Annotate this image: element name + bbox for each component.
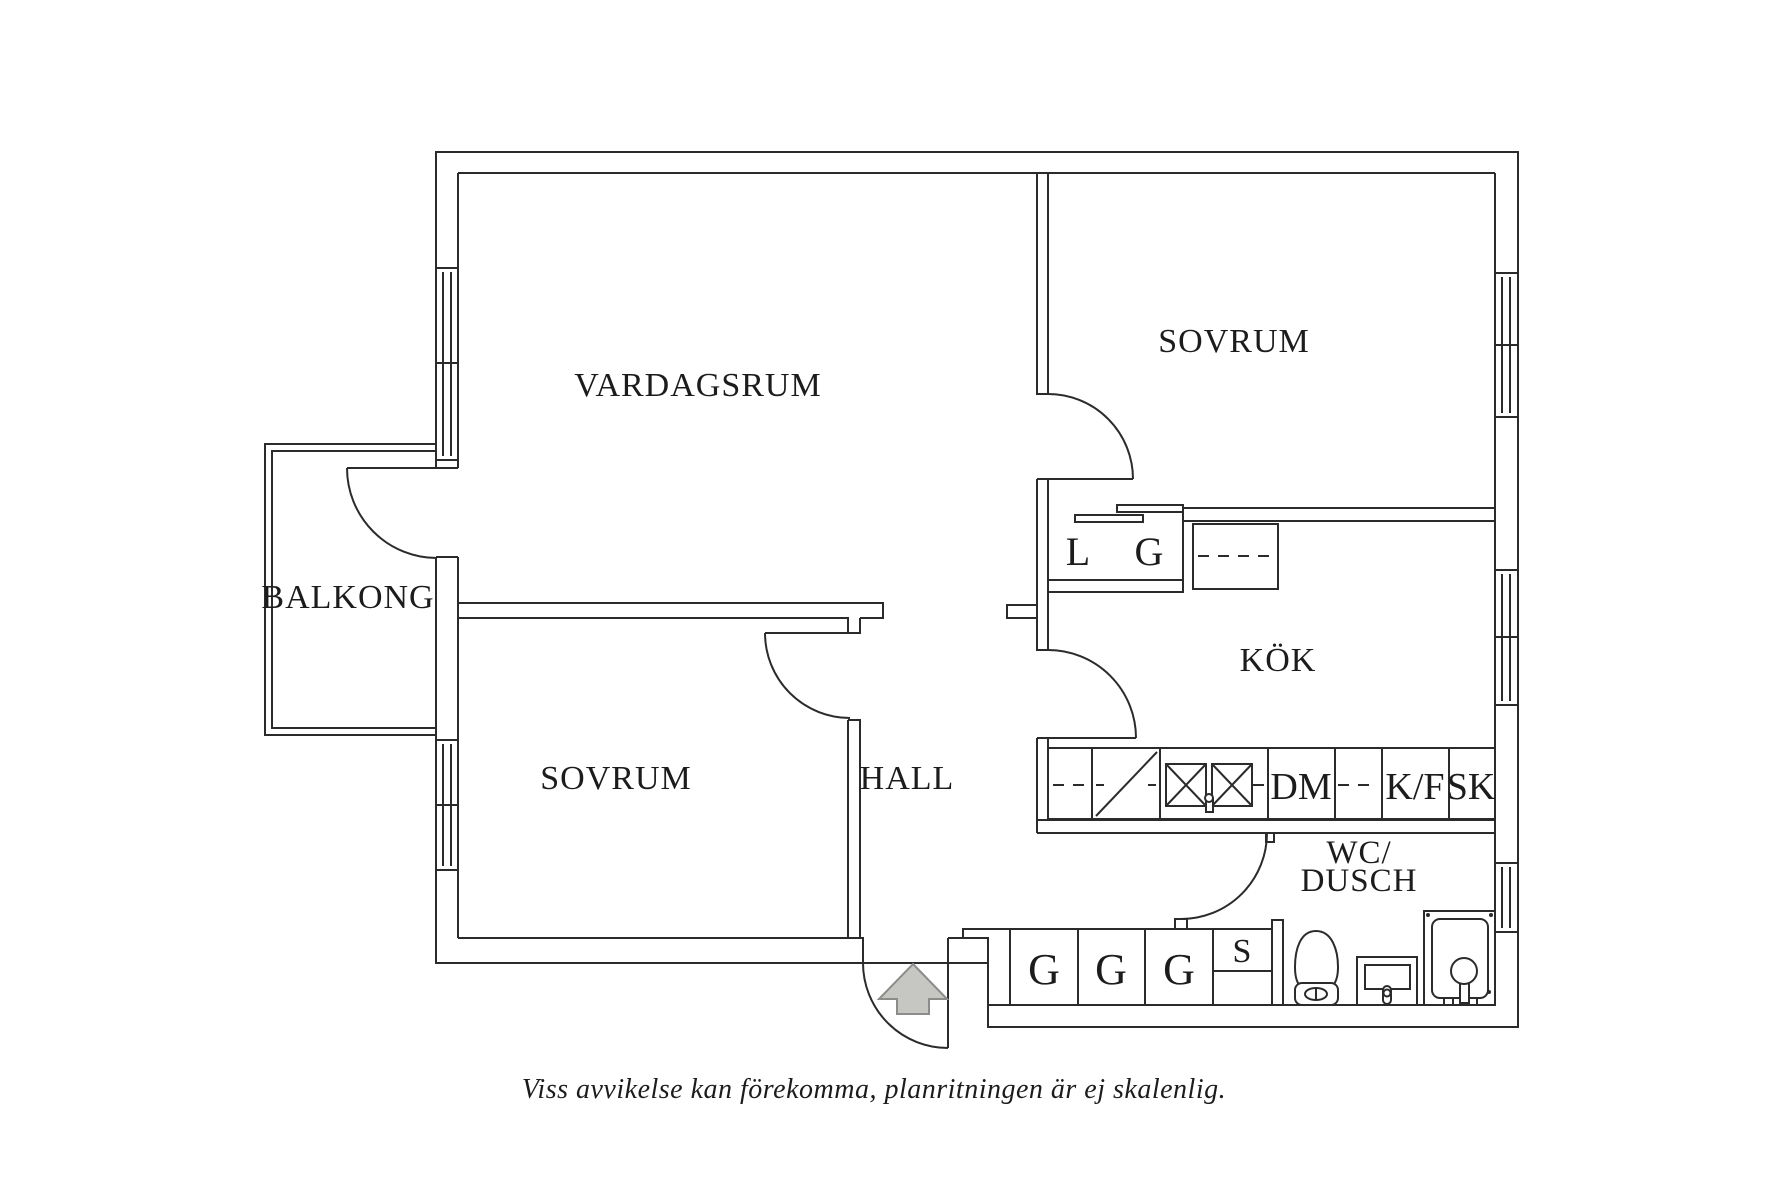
sink-double-icon bbox=[1165, 763, 1253, 813]
hall-closets bbox=[1009, 928, 1273, 1006]
label-dishwasher: DM bbox=[1270, 766, 1331, 808]
kitchen-counter bbox=[1047, 747, 1496, 820]
door-bedroom-left-icon bbox=[764, 632, 851, 719]
label-fridge-freezer: K/F bbox=[1385, 766, 1444, 808]
door-bathroom-icon bbox=[1180, 832, 1268, 920]
shaft-box bbox=[1212, 928, 1273, 972]
window-living-room-icon bbox=[435, 267, 459, 461]
closet-label-wardrobe: G bbox=[1135, 529, 1164, 574]
room-label-balcony: BALKONG bbox=[261, 579, 434, 616]
room-label-bedroom-right: SOVRUM bbox=[1158, 323, 1309, 360]
entrance-arrow-icon bbox=[876, 962, 950, 1015]
sliding-door-icon bbox=[1116, 504, 1184, 513]
room-label-living-room: VARDAGSRUM bbox=[574, 367, 821, 404]
window-bedroom-right-icon bbox=[1494, 272, 1519, 418]
room-label-kitchen: KÖK bbox=[1240, 642, 1317, 679]
label-tall-cabinet: SK bbox=[1447, 766, 1496, 808]
window-kitchen-icon bbox=[1494, 569, 1519, 706]
dashed-cabinet-icon bbox=[1192, 523, 1279, 590]
balcony-railing bbox=[264, 443, 437, 736]
window-bathroom-icon bbox=[1494, 862, 1519, 933]
label-hall-wardrobe-1: G bbox=[1028, 945, 1060, 994]
doors bbox=[346, 393, 1268, 1049]
closet-box bbox=[1048, 512, 1184, 593]
bathroom-fixtures bbox=[1293, 910, 1496, 1006]
worktop-icon bbox=[1095, 751, 1158, 817]
windows bbox=[435, 267, 1519, 933]
label-hall-wardrobe-2: G bbox=[1095, 945, 1127, 994]
door-balcony-icon bbox=[346, 467, 438, 559]
room-label-dusch: DUSCH bbox=[1301, 863, 1418, 899]
room-label-bedroom-left: SOVRUM bbox=[540, 760, 691, 797]
door-bedroom-right-icon bbox=[1047, 393, 1134, 480]
sink-icon bbox=[1356, 956, 1418, 1006]
door-kitchen-icon bbox=[1047, 649, 1137, 739]
label-hall-wardrobe-3: G bbox=[1163, 945, 1195, 994]
label-shaft: S bbox=[1233, 933, 1252, 970]
room-label-wc: WC/ bbox=[1326, 835, 1391, 871]
shower-icon bbox=[1423, 910, 1496, 1006]
sliding-door-icon bbox=[1074, 514, 1144, 523]
toilet-icon bbox=[1293, 929, 1340, 1006]
exterior-walls bbox=[435, 151, 1519, 1028]
footer-disclaimer: Viss avvikelse kan förekomma, planritnin… bbox=[522, 1074, 1226, 1105]
door-entrance-icon bbox=[862, 962, 949, 1049]
closet-label-linen: L bbox=[1066, 529, 1090, 574]
room-label-hall: HALL bbox=[860, 760, 955, 797]
window-bedroom-left-icon bbox=[435, 739, 459, 871]
